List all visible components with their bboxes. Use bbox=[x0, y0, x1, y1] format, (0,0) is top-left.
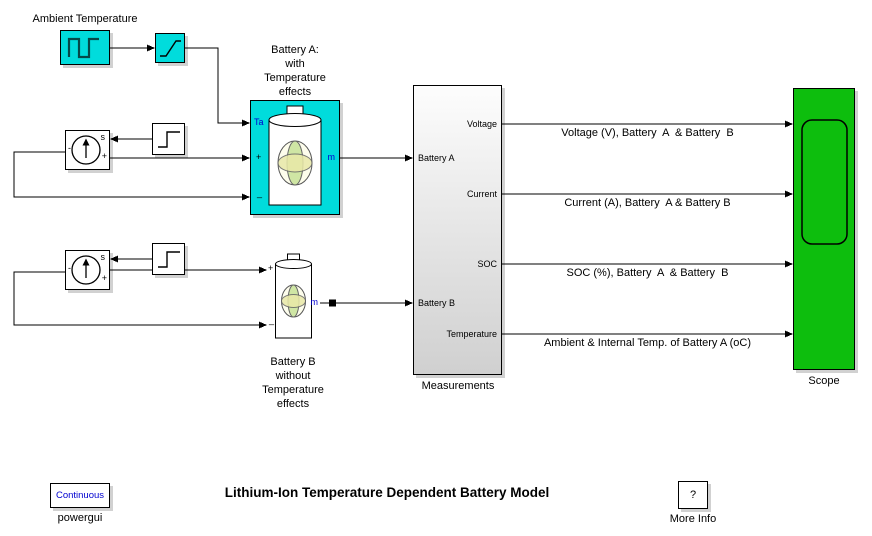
scope-block[interactable] bbox=[793, 88, 855, 370]
battery-icon bbox=[275, 253, 312, 339]
ambient-temperature-label: Ambient Temperature bbox=[32, 13, 138, 25]
signal-label-temperature: Ambient & Internal Temp. of Battery A (o… bbox=[543, 337, 752, 349]
port-label-ta: Ta bbox=[254, 117, 264, 127]
wire-step2-to-source-b-s[interactable] bbox=[110, 255, 152, 263]
wire-source-a-plus-to-battery-a-plus[interactable] bbox=[110, 154, 250, 162]
ambient-source-block[interactable] bbox=[60, 30, 110, 65]
model-title: Lithium-Ion Temperature Dependent Batter… bbox=[224, 485, 550, 500]
wire-ambient-to-lookup[interactable] bbox=[110, 44, 155, 52]
more-info-question-mark: ? bbox=[689, 489, 697, 501]
lookup-block[interactable] bbox=[155, 33, 185, 63]
current-source-block-a[interactable]: s + - bbox=[65, 130, 110, 170]
port-label-minus: - bbox=[68, 263, 71, 273]
port-label-plus: + bbox=[101, 151, 107, 161]
lookup-icon bbox=[160, 40, 181, 57]
battery-a-label: Battery A: with Temperature effects bbox=[264, 44, 326, 98]
battery-b-label: Battery B without Temperature effects bbox=[262, 356, 324, 410]
step-block-2[interactable] bbox=[152, 243, 185, 275]
more-info-label: More Info bbox=[669, 513, 717, 525]
wire-battery-b-m-to-measurements[interactable] bbox=[320, 299, 413, 307]
wire-source-b-minus-to-battery-b-minus[interactable] bbox=[13, 271, 267, 329]
port-label-battery-b: Battery B bbox=[418, 298, 456, 308]
step-icon bbox=[158, 131, 180, 148]
port-label-plus: + bbox=[256, 152, 262, 162]
port-label-minus: _ bbox=[269, 315, 275, 325]
measurements-block[interactable]: Battery A Battery B Voltage Current SOC … bbox=[413, 85, 502, 375]
port-label-s: s bbox=[100, 252, 106, 262]
wire-source-b-plus-to-battery-b-plus[interactable] bbox=[110, 266, 267, 274]
port-label-plus: + bbox=[101, 273, 107, 283]
powergui-label: powergui bbox=[57, 512, 103, 524]
ambient-source-icon bbox=[67, 37, 99, 59]
signal-label-voltage: Voltage (V), Battery A & Battery B bbox=[561, 127, 734, 139]
battery-b-block[interactable]: + _ m bbox=[267, 252, 320, 350]
step-block-1[interactable] bbox=[152, 123, 185, 155]
powergui-mode: Continuous bbox=[55, 490, 105, 501]
port-label-s: s bbox=[100, 132, 106, 142]
port-label-minus: - bbox=[68, 143, 71, 153]
port-label-m: m bbox=[310, 297, 319, 307]
current-source-icon bbox=[71, 255, 101, 285]
wire-step1-to-source-a-s[interactable] bbox=[110, 135, 152, 143]
battery-a-block[interactable]: Ta + _ m bbox=[250, 100, 340, 215]
scope-label: Scope bbox=[808, 375, 840, 387]
port-label-soc: SOC bbox=[477, 259, 497, 269]
wire-soc-to-scope[interactable] bbox=[502, 260, 793, 268]
measurements-label: Measurements bbox=[421, 380, 495, 392]
wire-voltage-to-scope[interactable] bbox=[502, 120, 793, 128]
port-label-m: m bbox=[327, 152, 336, 162]
port-label-battery-a: Battery A bbox=[418, 153, 455, 163]
current-source-block-b[interactable]: s + - bbox=[65, 250, 110, 290]
port-label-minus: _ bbox=[257, 188, 263, 198]
wire-temperature-to-scope[interactable] bbox=[502, 330, 793, 338]
port-label-plus: + bbox=[268, 263, 274, 273]
signal-label-soc: SOC (%), Battery A & Battery B bbox=[566, 267, 729, 279]
signal-label-current: Current (A), Battery A & Battery B bbox=[564, 197, 731, 209]
port-label-voltage: Voltage bbox=[466, 119, 497, 129]
wire-source-a-minus-to-battery-a-minus[interactable] bbox=[13, 151, 250, 201]
step-icon bbox=[158, 251, 180, 268]
current-source-icon bbox=[71, 135, 101, 165]
wire-battery-a-m-to-measurements[interactable] bbox=[340, 154, 413, 162]
port-label-current: Current bbox=[466, 189, 497, 199]
scope-screen-icon bbox=[801, 119, 848, 245]
powergui-block[interactable]: Continuous bbox=[50, 483, 110, 508]
wire-lookup-to-battery-a-ta[interactable] bbox=[185, 47, 250, 127]
battery-icon bbox=[268, 105, 322, 206]
more-info-block[interactable]: ? bbox=[678, 481, 708, 509]
port-label-temperature: Temperature bbox=[446, 329, 497, 339]
wire-current-to-scope[interactable] bbox=[502, 190, 793, 198]
